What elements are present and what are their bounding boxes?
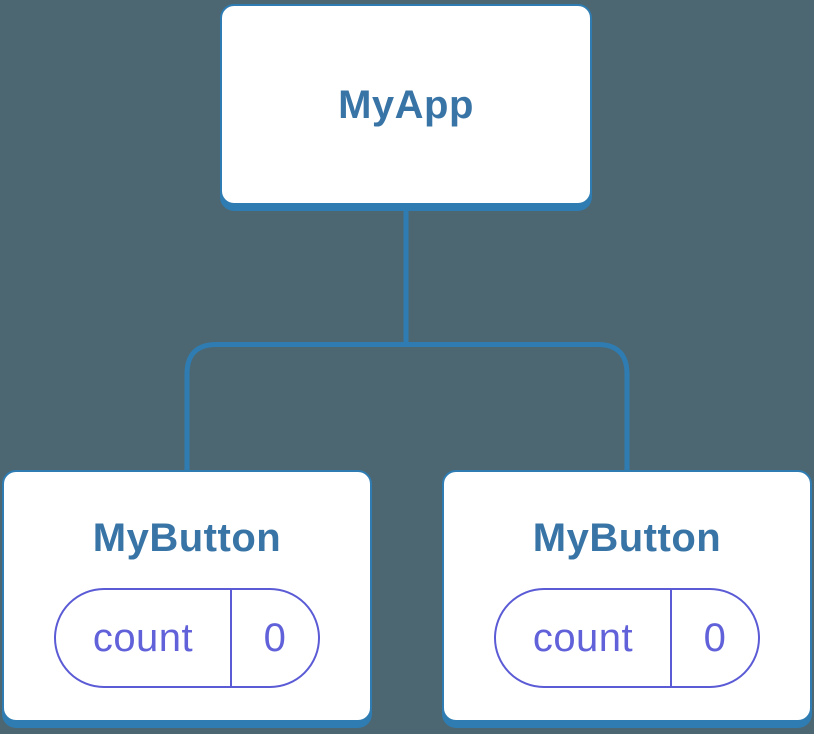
state-value-label: 0 xyxy=(703,615,727,660)
connector-branch-bracket xyxy=(184,342,630,474)
state-pill-left: count 0 xyxy=(54,588,320,688)
state-key-cell: count xyxy=(56,590,232,686)
state-key-label: count xyxy=(532,615,634,660)
component-label-child-right: MyButton xyxy=(532,516,722,560)
component-node-root: MyApp xyxy=(220,4,592,205)
state-value-cell: 0 xyxy=(672,590,758,686)
state-value-cell: 0 xyxy=(232,590,318,686)
state-pill-right: count 0 xyxy=(494,588,760,688)
component-label-child-left: MyButton xyxy=(92,516,282,560)
component-node-child-left: MyButton count 0 xyxy=(2,470,372,722)
state-value-label: 0 xyxy=(263,615,287,660)
component-label-root: MyApp xyxy=(338,82,474,127)
component-node-child-right: MyButton count 0 xyxy=(442,470,812,722)
state-key-cell: count xyxy=(496,590,672,686)
state-key-label: count xyxy=(92,615,194,660)
